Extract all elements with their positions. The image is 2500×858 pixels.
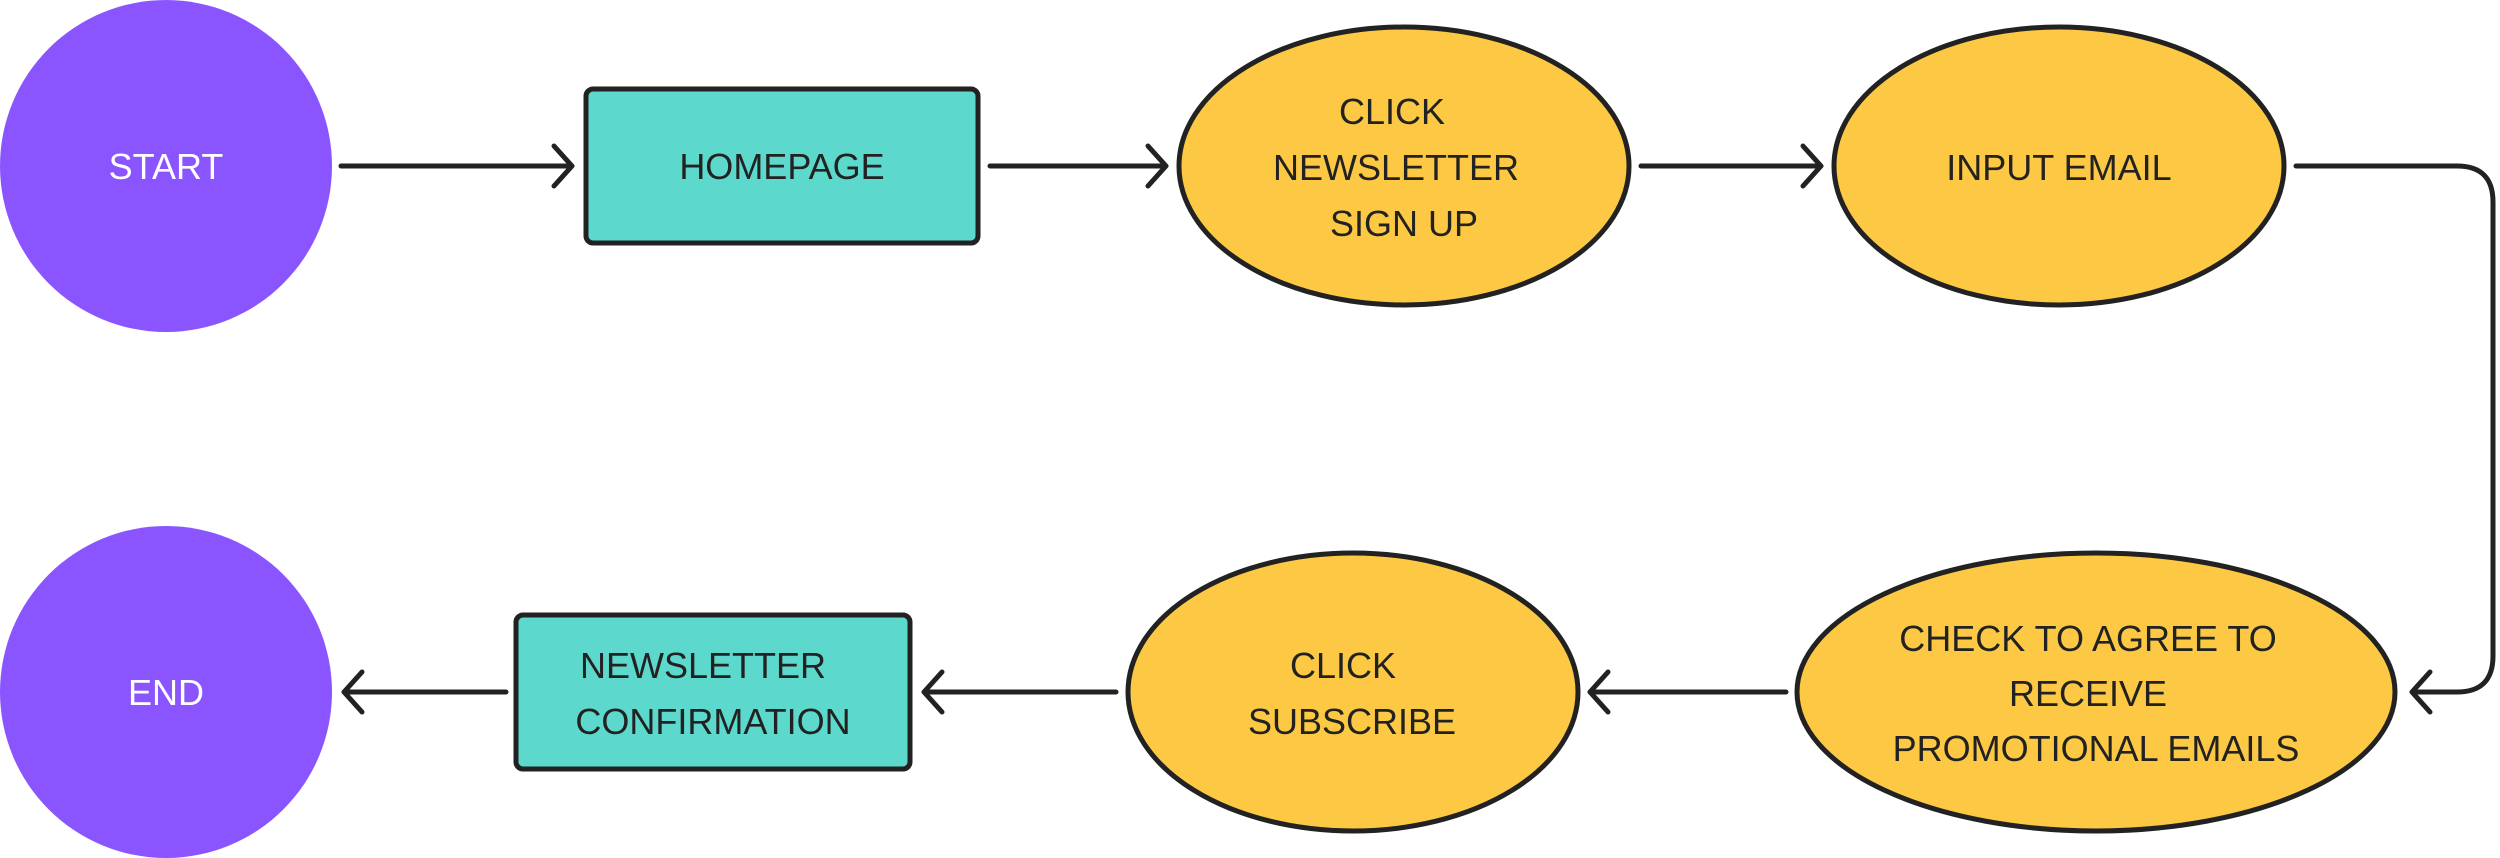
check-agree-label-line: PROMOTIONAL EMAILS: [1893, 728, 2300, 769]
confirmation-label-line: NEWSLETTER: [580, 645, 826, 686]
node-homepage[interactable]: HOMEPAGE: [583, 86, 981, 246]
input-email-ellipse: [1831, 24, 2287, 308]
node-end[interactable]: END: [0, 526, 332, 858]
start-circle: [0, 0, 332, 332]
click-signup-label: CLICK NEWSLETTER SIGN UP: [1273, 91, 1529, 244]
click-subscribe-ellipse: [1125, 550, 1581, 834]
edge-start-homepage: [338, 143, 575, 189]
start-label: START: [109, 146, 224, 187]
input-email-label: INPUT EMAIL: [1946, 147, 2171, 188]
homepage-label-line: HOMEPAGE: [679, 146, 884, 187]
confirmation-box: [513, 612, 913, 772]
check-agree-label-line: RECEIVE: [2009, 673, 2167, 714]
confirmation-label-line: CONFIRMATION: [575, 701, 850, 742]
check-agree-label-line: CHECK TO AGREE TO: [1899, 618, 2276, 659]
node-start[interactable]: START: [0, 0, 332, 332]
check-agree-ellipse: [1794, 550, 2398, 834]
click-signup-label-line: NEWSLETTER: [1273, 147, 1519, 188]
connectors: [338, 143, 2496, 715]
click-signup-label-line: SIGN UP: [1330, 203, 1478, 244]
edge-check-agree-click-subscribe: [1587, 669, 1789, 715]
edge-confirmation-end: [341, 669, 509, 715]
node-check-agree[interactable]: CHECK TO AGREE TO RECEIVE PROMOTIONAL EM…: [1794, 550, 2398, 834]
node-input-email[interactable]: INPUT EMAIL: [1831, 24, 2287, 308]
end-label-line: END: [128, 672, 204, 713]
homepage-label: HOMEPAGE: [679, 146, 884, 187]
homepage-box: [583, 86, 981, 246]
confirmation-label: NEWSLETTER CONFIRMATION: [575, 645, 850, 742]
edge-click-signup-input-email: [1638, 143, 1824, 189]
start-label-line: START: [109, 146, 224, 187]
click-signup-ellipse: [1176, 24, 1632, 308]
click-subscribe-label-line: SUBSCRIBE: [1248, 701, 1456, 742]
end-circle: [0, 526, 332, 858]
click-subscribe-label: CLICK SUBSCRIBE: [1248, 645, 1456, 742]
node-confirmation[interactable]: NEWSLETTER CONFIRMATION: [513, 612, 913, 772]
click-subscribe-label-line: CLICK: [1290, 645, 1396, 686]
node-click-subscribe[interactable]: CLICK SUBSCRIBE: [1125, 550, 1581, 834]
click-signup-label-line: CLICK: [1339, 91, 1445, 132]
edge-click-subscribe-confirmation: [921, 669, 1119, 715]
end-label: END: [128, 672, 204, 713]
edge-input-email-check-agree: [2293, 163, 2496, 715]
input-email-label-line: INPUT EMAIL: [1946, 147, 2171, 188]
edge-homepage-click-signup: [987, 143, 1169, 189]
node-click-signup[interactable]: CLICK NEWSLETTER SIGN UP: [1176, 24, 1632, 308]
check-agree-label: CHECK TO AGREE TO RECEIVE PROMOTIONAL EM…: [1893, 618, 2300, 769]
